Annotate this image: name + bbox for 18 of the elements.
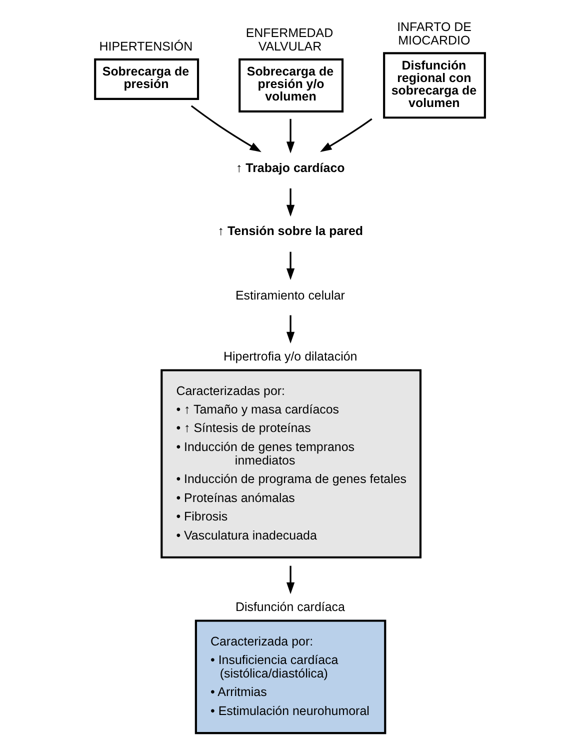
node-text: Estiramiento celular <box>234 288 344 303</box>
node-label: HIPERTENSIÓN <box>98 40 192 54</box>
arrow <box>190 105 261 152</box>
node-label: INFARTO DE MIOCARDIO <box>396 20 471 48</box>
node-box: Disfunción regional con sobrecarga de volumen <box>382 52 486 119</box>
node-box: Sobrecarga de presión <box>94 58 199 100</box>
arrow <box>286 315 294 344</box>
node-text: ↑ Trabajo cardíaco <box>235 160 344 175</box>
arrow <box>320 118 372 152</box>
node-text: ↑ Tensión sobre la pared <box>217 224 363 238</box>
node-label: ENFERMEDAD VALVULAR <box>245 26 333 54</box>
arrow <box>286 252 294 280</box>
node-box: Sobrecarga de presión y/o volumen <box>238 58 344 112</box>
node-label: Disfunción cardíaca <box>234 600 344 614</box>
arrow <box>286 566 294 594</box>
arrow <box>286 188 294 217</box>
node-label: Hipertrofia y/o dilatación <box>222 349 357 364</box>
arrow <box>286 118 294 154</box>
